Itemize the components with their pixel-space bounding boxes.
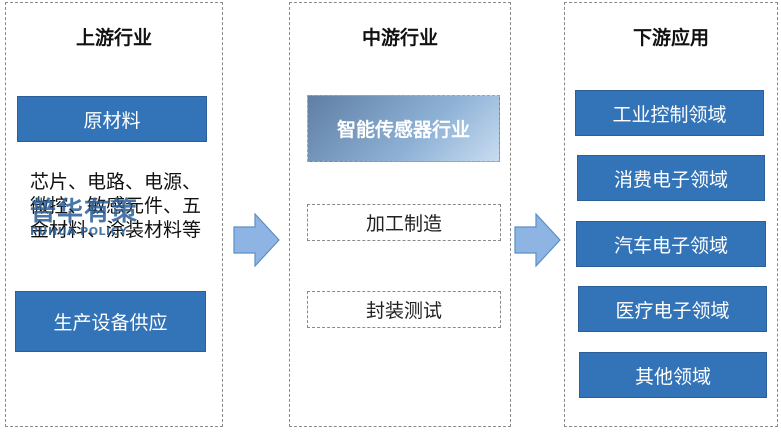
flow-arrow-1: [233, 213, 280, 267]
industrial-control-box: 工业控制领域: [575, 90, 764, 136]
consumer-electronics-box: 消费电子领域: [577, 155, 765, 201]
automotive-electronics-box: 汽车电子领域: [576, 221, 766, 267]
flow-arrow-2: [514, 213, 561, 267]
upstream-panel: 上游行业: [5, 2, 223, 427]
raw-material-box: 原材料: [17, 96, 207, 142]
processing-box: 加工制造: [307, 204, 501, 241]
smart-sensor-industry-box: 智能传感器行业: [307, 95, 500, 162]
packaging-testing-box: 封装测试: [307, 291, 501, 328]
medical-electronics-box: 医疗电子领域: [578, 286, 767, 332]
downstream-title: 下游应用: [632, 27, 709, 49]
other-fields-box: 其他领域: [579, 352, 767, 398]
midstream-title: 中游行业: [361, 27, 438, 49]
raw-material-description: 芯片、电路、电源、微控、敏感元件、五金材料、涂装材料等: [30, 171, 202, 241]
upstream-title: 上游行业: [75, 27, 152, 49]
equipment-box: 生产设备供应: [15, 291, 206, 352]
